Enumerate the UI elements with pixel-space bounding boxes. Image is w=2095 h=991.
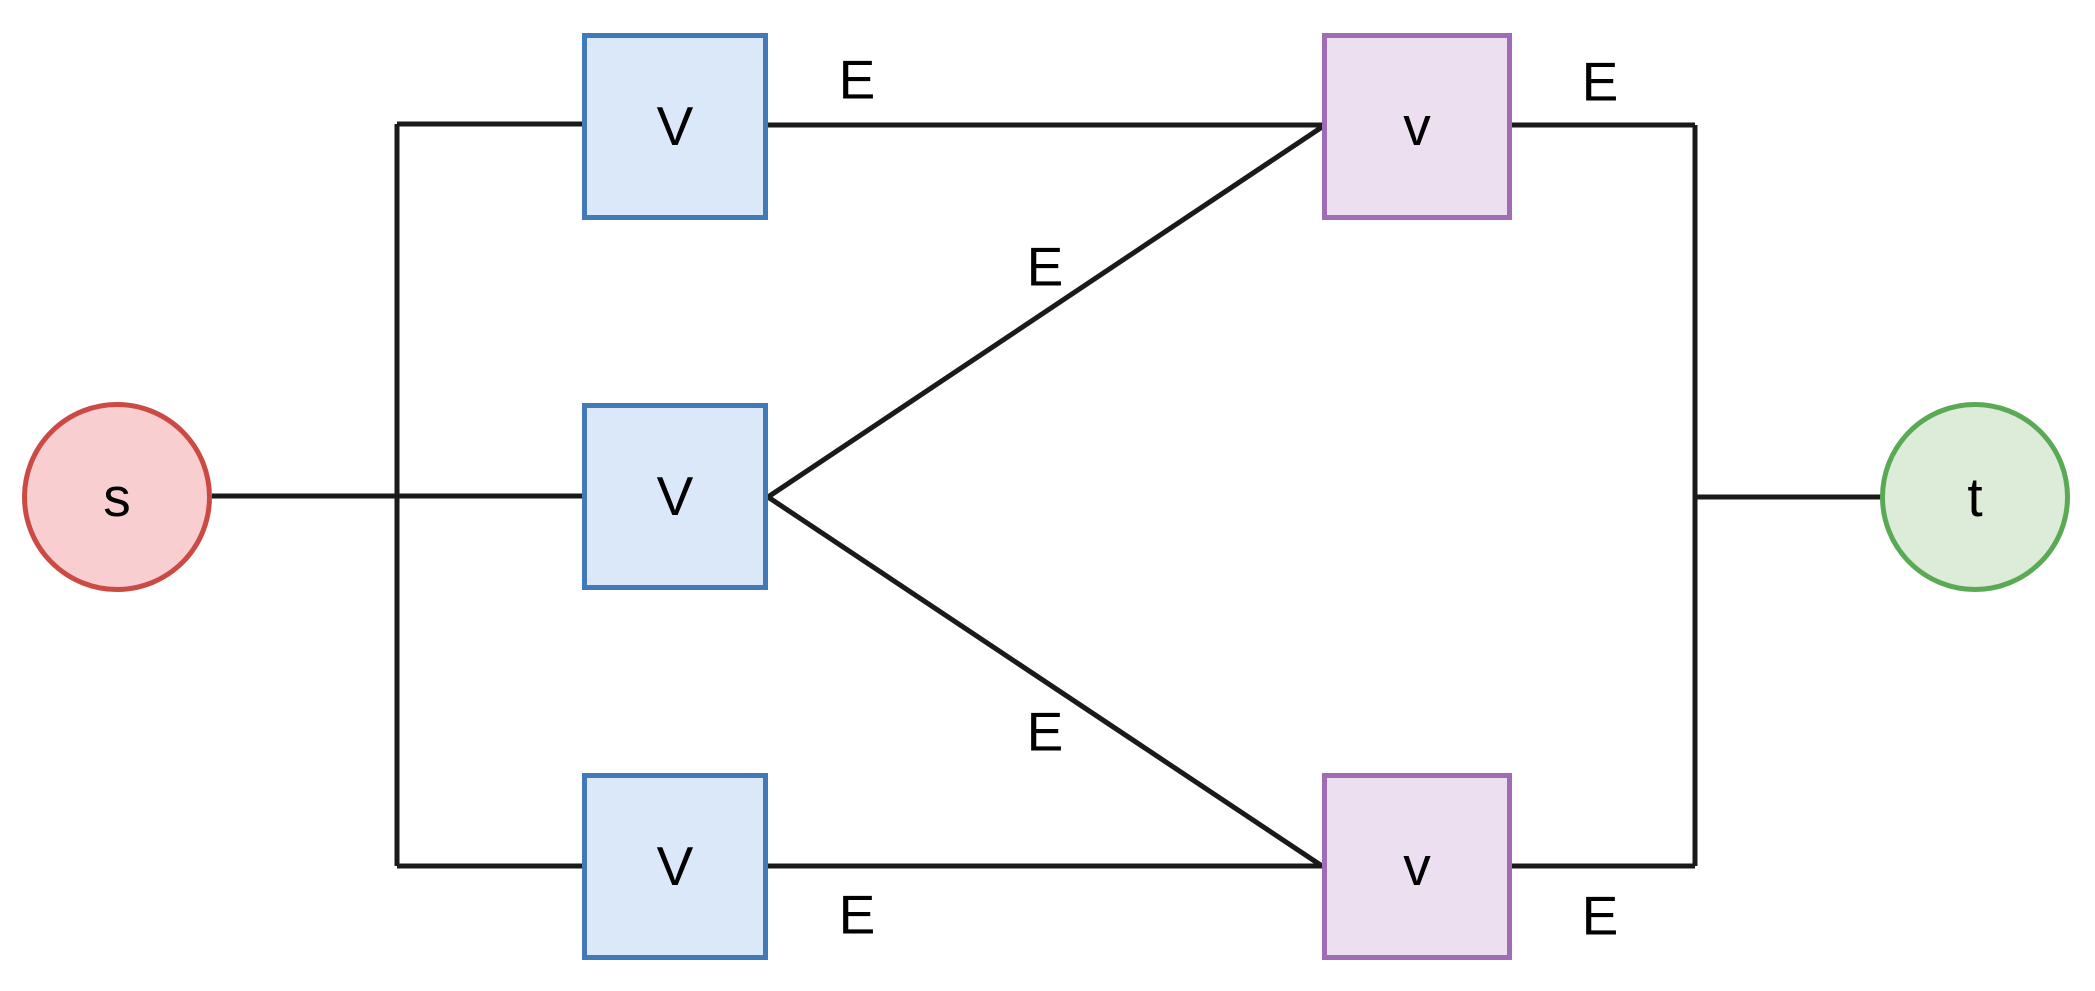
- vertex-node-bottom-left: V: [582, 773, 768, 960]
- edge-line-v2-v5: [766, 494, 1324, 869]
- sink-node-t: t: [1880, 402, 2070, 592]
- edge-label-v4-t: E: [1581, 50, 1619, 113]
- source-node-label: s: [103, 465, 131, 528]
- vertex-node-top-right: v: [1322, 33, 1512, 220]
- vertex-node-bottom-right: v: [1322, 773, 1512, 960]
- vertex-node-label: V: [656, 465, 694, 527]
- vertex-node-label: V: [656, 95, 694, 157]
- edge-label-v2-v5: E: [1026, 700, 1064, 763]
- edge-label-v2-v4: E: [1026, 235, 1064, 298]
- edge-label-v3-v5: E: [838, 883, 876, 946]
- edge-label-v1-v4: E: [838, 48, 876, 111]
- vertex-node-label: v: [1403, 95, 1431, 157]
- vertex-node-top-left: V: [582, 33, 768, 220]
- edge-label-v5-t: E: [1581, 884, 1619, 947]
- edge-line-v2-v4: [766, 124, 1324, 500]
- source-node-s: s: [22, 402, 212, 592]
- vertex-node-label: v: [1403, 835, 1431, 897]
- vertex-node-middle-left: V: [582, 403, 768, 590]
- sink-node-label: t: [1967, 465, 1983, 528]
- vertex-node-label: V: [656, 835, 694, 897]
